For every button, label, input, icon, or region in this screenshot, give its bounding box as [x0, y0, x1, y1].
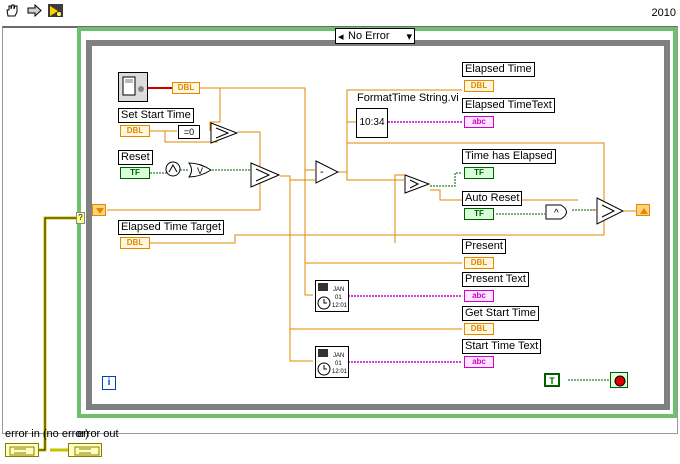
get-start-time-indicator[interactable]: DBL [464, 323, 494, 335]
elapsed-time-text-indicator[interactable]: abc [464, 116, 494, 128]
shift-register-left[interactable] [92, 204, 106, 216]
or-node[interactable]: V [188, 162, 212, 178]
time-has-elapsed-indicator[interactable]: TF [464, 167, 494, 179]
info-icon[interactable]: i [102, 376, 116, 390]
error-in-terminal[interactable] [5, 443, 39, 457]
calendar-2-day: 01 [335, 361, 342, 367]
and-node-symbol: ^ [554, 208, 559, 219]
set-start-time-control[interactable]: DBL [120, 125, 150, 137]
arrow-icon[interactable] [26, 3, 43, 18]
calendar-1-month: JAN [333, 287, 344, 293]
select-node-1[interactable] [210, 122, 238, 144]
hand-icon[interactable] [4, 3, 21, 18]
case-selector[interactable]: ◂ No Error ▾ [335, 28, 415, 44]
case-selector-value: No Error [348, 30, 390, 42]
version-label: 2010 [651, 7, 676, 19]
true-constant[interactable]: T [544, 373, 560, 387]
compare-node[interactable] [404, 174, 430, 194]
tick-count-node[interactable] [118, 72, 148, 102]
stop-icon[interactable] [610, 372, 628, 388]
highlight-icon[interactable] [47, 3, 64, 18]
error-in-label: error in (no error) [5, 428, 89, 440]
calendar-node-2[interactable]: JAN 01 12:01 [315, 346, 349, 378]
calendar-2-month: JAN [333, 353, 344, 359]
elapsed-time-text-label: Elapsed TimeText [462, 98, 555, 113]
elapsed-time-label: Elapsed Time [462, 62, 535, 77]
present-text-indicator[interactable]: abc [464, 290, 494, 302]
format-time-string-node[interactable]: 10:34 [356, 108, 388, 138]
select-node-3[interactable] [596, 197, 624, 225]
elapsed-time-target-control[interactable]: DBL [120, 237, 150, 249]
auto-reset-label: Auto Reset [462, 191, 523, 206]
select-node-2[interactable] [250, 162, 280, 188]
reset-bool-node[interactable] [164, 160, 182, 178]
or-node-symbol: V [197, 166, 203, 176]
calendar-1-time: 12:01 [332, 303, 348, 309]
error-out-terminal[interactable] [68, 443, 102, 457]
and-node[interactable]: ^ [545, 204, 573, 220]
while-loop[interactable] [86, 40, 670, 410]
subtract-node[interactable]: - [315, 160, 339, 184]
time-has-elapsed-label: Time has Elapsed [462, 149, 556, 164]
reset-control[interactable]: TF [120, 167, 150, 179]
reset-label: Reset [118, 150, 153, 165]
subtract-node-symbol: - [320, 166, 324, 178]
format-time-string-label: FormatTime String.vi [357, 92, 459, 104]
start-time-text-label: Start Time Text [462, 339, 542, 354]
start-time-text-indicator[interactable]: abc [464, 356, 494, 368]
selector-left-arrow-icon[interactable]: ◂ [338, 31, 344, 43]
elapsed-time-indicator[interactable]: DBL [464, 80, 494, 92]
present-text-label: Present Text [462, 272, 529, 287]
error-out-label: error out [77, 428, 119, 440]
toolbar: 2010 [0, 0, 680, 22]
equal-zero-node[interactable]: =0 [178, 125, 200, 139]
calendar-1-day: 01 [335, 295, 342, 301]
get-start-time-label: Get Start Time [462, 306, 539, 321]
present-label: Present [462, 239, 506, 254]
calendar-node-1[interactable]: JAN 01 12:01 [315, 280, 349, 312]
elapsed-time-target-label: Elapsed Time Target [118, 220, 225, 235]
case-selector-terminal[interactable]: ? [76, 212, 85, 224]
calendar-2-time: 12:01 [332, 369, 348, 375]
present-indicator[interactable]: DBL [464, 257, 494, 269]
to-dbl-node[interactable]: DBL [172, 82, 200, 94]
auto-reset-control[interactable]: TF [464, 208, 494, 220]
shift-register-right[interactable] [636, 204, 650, 216]
chevron-down-icon[interactable]: ▾ [406, 31, 412, 43]
set-start-time-label: Set Start Time [118, 108, 194, 123]
